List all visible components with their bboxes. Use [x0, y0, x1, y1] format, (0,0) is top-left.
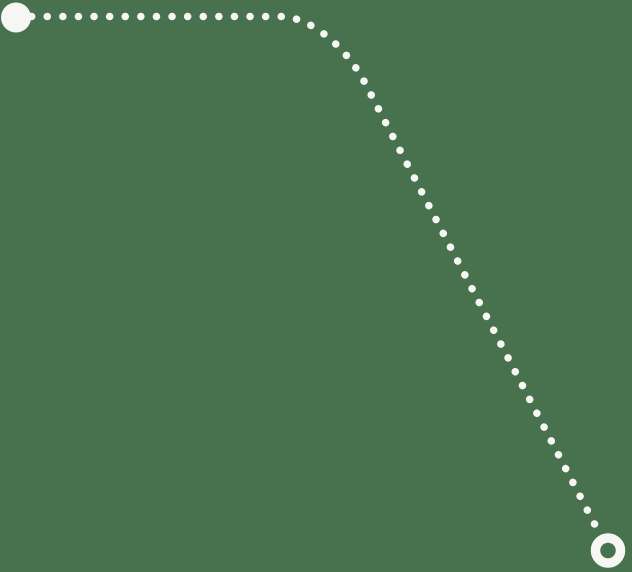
route-dotted-line — [12, 12, 604, 539]
route-start-marker[interactable] — [1, 2, 31, 33]
route-end-marker[interactable] — [590, 533, 626, 568]
